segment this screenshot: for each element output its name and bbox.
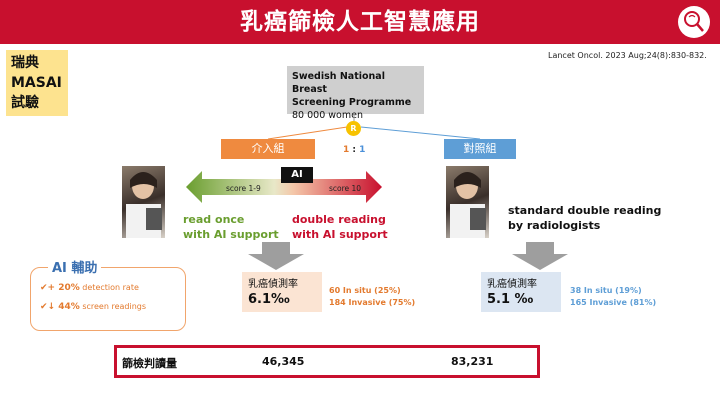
ai-aid-title: AI 輔助: [48, 257, 102, 276]
ratio-separator: :: [349, 145, 360, 155]
in-situ-count: 60 In situ (25%): [329, 286, 401, 295]
citation: Lancet Oncol. 2023 Aug;24(8):830-832.: [548, 51, 707, 60]
detection-label: detection rate: [79, 283, 139, 292]
double-line2: with AI support: [292, 228, 388, 241]
double-reading-ai-text: double reading with AI support: [292, 212, 388, 242]
detection-increase: + 20%: [47, 283, 80, 293]
score-high-label: score 10: [329, 184, 361, 193]
intervention-cancer-breakdown: 60 In situ (25%) 184 Invasive (75%): [329, 285, 415, 309]
score-low-label: score 1-9: [226, 184, 261, 193]
screen-readings-row: [114, 345, 540, 378]
down-arrow-intervention: [248, 242, 304, 270]
ai-aid-box: [30, 267, 186, 331]
study-label-line1: 瑞典: [11, 55, 39, 71]
intervention-group-label: 介入組: [221, 139, 315, 159]
ratio-control: 1: [359, 145, 366, 155]
radiologist-photo-control: [446, 166, 489, 238]
ai-aid-detection: ✔+ 20% detection rate: [40, 283, 139, 293]
study-label-line2: MASAI: [11, 75, 62, 91]
invasive-count: 165 Invasive (81%): [570, 298, 657, 307]
control-desc-line1: standard double reading: [508, 204, 662, 217]
check-icon: ✔: [40, 302, 48, 312]
control-readings: 83,231: [451, 355, 494, 368]
readings-reduction: 44%: [55, 302, 80, 312]
in-situ-count: 38 In situ (19%): [570, 286, 642, 295]
readings-label: screen readings: [79, 302, 147, 311]
programme-population: 80 000 women: [292, 110, 363, 121]
intervention-detection-rate: 乳癌偵測率 6.1‰: [242, 272, 322, 312]
programme-box: Swedish National Breast Screening Progra…: [287, 66, 424, 121]
rate-value: 6.1‰: [248, 292, 290, 307]
programme-name-2: Screening Programme: [292, 97, 412, 108]
control-cancer-breakdown: 38 In situ (19%) 165 Invasive (81%): [570, 285, 656, 309]
standard-double-reading-text: standard double reading by radiologists: [508, 203, 661, 233]
ai-aid-readings: ✔↓ 44% screen readings: [40, 302, 146, 312]
double-line1: double reading: [292, 213, 386, 226]
programme-name-1: Swedish National Breast: [292, 71, 385, 95]
intervention-readings: 46,345: [262, 355, 305, 368]
check-icon: ✔: [40, 283, 48, 293]
rate-label: 乳癌偵測率: [248, 279, 298, 290]
rate-value: 5.1 ‰: [487, 292, 534, 307]
read-once-line2: with AI support: [183, 228, 279, 241]
read-once-text: read once with AI support: [183, 212, 279, 242]
page-title: 乳癌篩檢人工智慧應用: [240, 9, 480, 35]
rate-label: 乳癌偵測率: [487, 279, 537, 290]
randomization-icon: R: [346, 121, 361, 136]
ratio-intervention: 1: [343, 145, 350, 155]
read-once-line1: read once: [183, 213, 245, 226]
allocation-ratio: 1 : 1: [343, 145, 365, 155]
study-label: 瑞典 MASAI 試驗: [6, 50, 68, 116]
screen-readings-label: 篩檢判讀量: [122, 357, 177, 370]
radiologist-photo-intervention: [122, 166, 165, 238]
down-arrow-icon: ↓: [47, 302, 56, 312]
study-label-line3: 試驗: [11, 95, 39, 111]
control-desc-line2: by radiologists: [508, 219, 601, 232]
invasive-count: 184 Invasive (75%): [329, 298, 416, 307]
control-detection-rate: 乳癌偵測率 5.1 ‰: [481, 272, 561, 312]
header-bar: [0, 0, 720, 44]
ai-tag: AI: [281, 167, 313, 183]
control-group-label: 對照組: [444, 139, 516, 159]
magnifier-logo-icon: [678, 6, 710, 38]
score-gradient-arrow: score 1-9 score 10: [186, 171, 382, 203]
down-arrow-control: [512, 242, 568, 270]
